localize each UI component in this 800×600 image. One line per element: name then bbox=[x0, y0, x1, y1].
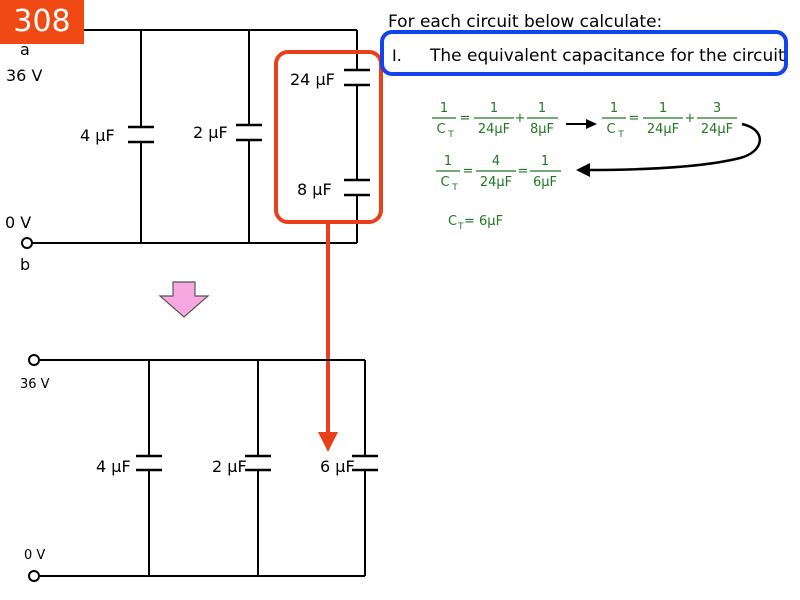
eq-den: 24μF bbox=[701, 122, 733, 137]
eq-num: 1 bbox=[440, 101, 448, 116]
question-text: The equivalent capacitance for the circu… bbox=[430, 46, 785, 66]
circuit-1 bbox=[21, 29, 370, 249]
circuit-2 bbox=[28, 354, 378, 582]
slide-number-badge: 308 bbox=[0, 0, 84, 44]
bottom-voltage-label: 0 V bbox=[5, 213, 32, 232]
eq-plus: + bbox=[515, 111, 526, 126]
eq-ct: C bbox=[606, 122, 615, 137]
eq-ct-sub: T bbox=[447, 130, 454, 140]
red-arrow-head bbox=[318, 432, 338, 452]
terminal-b bbox=[21, 237, 33, 249]
right-arrow-head bbox=[586, 119, 597, 129]
eq-num: 1 bbox=[541, 154, 549, 169]
question-number: I. bbox=[392, 46, 402, 65]
eq-equals: = bbox=[463, 164, 474, 179]
eq-num: 1 bbox=[490, 101, 498, 116]
eq-ct-sub: T bbox=[617, 130, 624, 140]
eq-num: 1 bbox=[659, 101, 667, 116]
eq-num: 3 bbox=[713, 101, 721, 116]
cap-8uf-label: 8 μF bbox=[297, 180, 332, 199]
node-a-label: a bbox=[20, 40, 30, 59]
eq-num: 1 bbox=[610, 101, 618, 116]
eq-num: 1 bbox=[538, 101, 546, 116]
eq-equals: = bbox=[518, 164, 529, 179]
terminal-top bbox=[28, 354, 40, 366]
eq-plus: + bbox=[685, 111, 696, 126]
cap-4uf-label-2: 4 μF bbox=[96, 457, 131, 476]
curved-arrow bbox=[585, 122, 762, 172]
cap-2uf-label-2: 2 μF bbox=[212, 457, 247, 476]
instruction-heading: For each circuit below calculate: bbox=[388, 12, 663, 32]
question-item-box: I. The equivalent capacitance for the ci… bbox=[380, 30, 788, 76]
cap-24uf-label: 24 μF bbox=[290, 70, 335, 89]
node-b-label: b bbox=[20, 255, 31, 274]
bottom-voltage-label-2: 0 V bbox=[24, 548, 46, 563]
terminal-bottom bbox=[28, 570, 40, 582]
eq-equals: = bbox=[460, 111, 471, 126]
eq-den: 24μF bbox=[478, 122, 510, 137]
cap-6uf-label-2: 6 μF bbox=[320, 457, 355, 476]
transform-arrow-icon bbox=[158, 281, 210, 318]
eq-den: 8μF bbox=[530, 122, 554, 137]
result-value: = 6μF bbox=[464, 214, 503, 229]
equations: 1 C T = 1 24μF + 1 8μF 1 C T = 1 24μF + … bbox=[432, 101, 762, 232]
result-ct-sub: T bbox=[457, 222, 464, 232]
eq-den: 6μF bbox=[533, 175, 557, 190]
eq-equals: = bbox=[629, 111, 640, 126]
eq-den: 24μF bbox=[480, 175, 512, 190]
eq-num: 4 bbox=[492, 154, 500, 169]
eq-ct: C bbox=[440, 175, 449, 190]
cap-4uf-label: 4 μF bbox=[80, 126, 115, 145]
cap-2uf-label: 2 μF bbox=[193, 123, 228, 142]
eq-ct: C bbox=[436, 122, 445, 137]
top-voltage-label-2: 36 V bbox=[20, 377, 50, 392]
eq-ct-sub: T bbox=[451, 183, 458, 193]
curved-arrow-head bbox=[576, 163, 590, 177]
eq-num: 1 bbox=[444, 154, 452, 169]
result-ct: C bbox=[448, 214, 457, 229]
eq-den: 24μF bbox=[647, 122, 679, 137]
top-voltage-label: 36 V bbox=[6, 66, 43, 85]
